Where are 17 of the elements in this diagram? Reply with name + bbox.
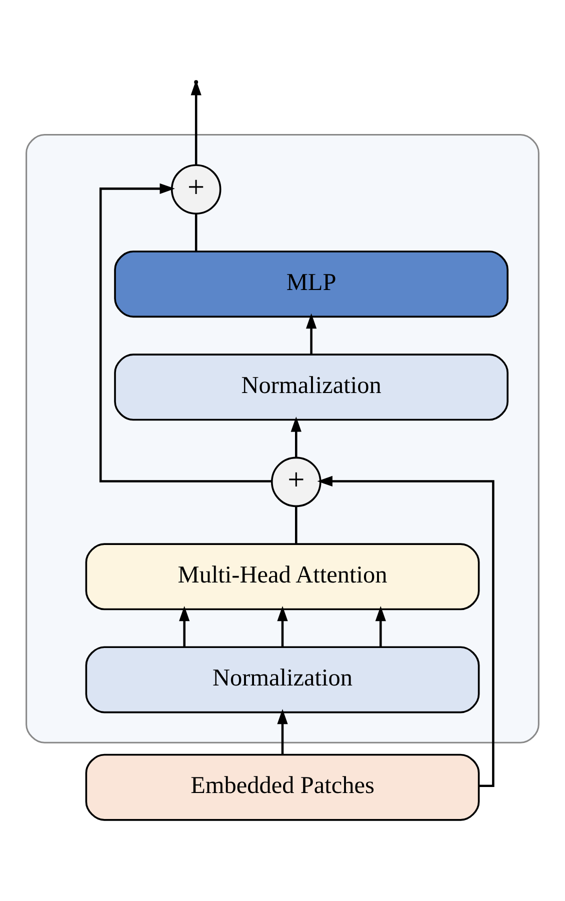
arrow	[290, 416, 302, 458]
connector	[295, 506, 298, 544]
node-circle: +	[170, 164, 222, 215]
arrow	[277, 708, 288, 754]
arrow	[179, 606, 190, 648]
connector	[194, 214, 198, 252]
node-box: Embedded Patches	[85, 754, 480, 821]
cluster	[26, 134, 540, 744]
node-box: Normalization	[114, 354, 509, 421]
arrow	[99, 183, 272, 482]
node-box: Normalization	[85, 646, 480, 714]
arrow	[277, 606, 288, 648]
node-box: Multi-Head Attention	[85, 543, 480, 610]
node-circle: +	[270, 456, 322, 508]
arrow	[306, 313, 317, 355]
arrow	[375, 606, 386, 648]
node-box: MLP	[114, 250, 509, 318]
